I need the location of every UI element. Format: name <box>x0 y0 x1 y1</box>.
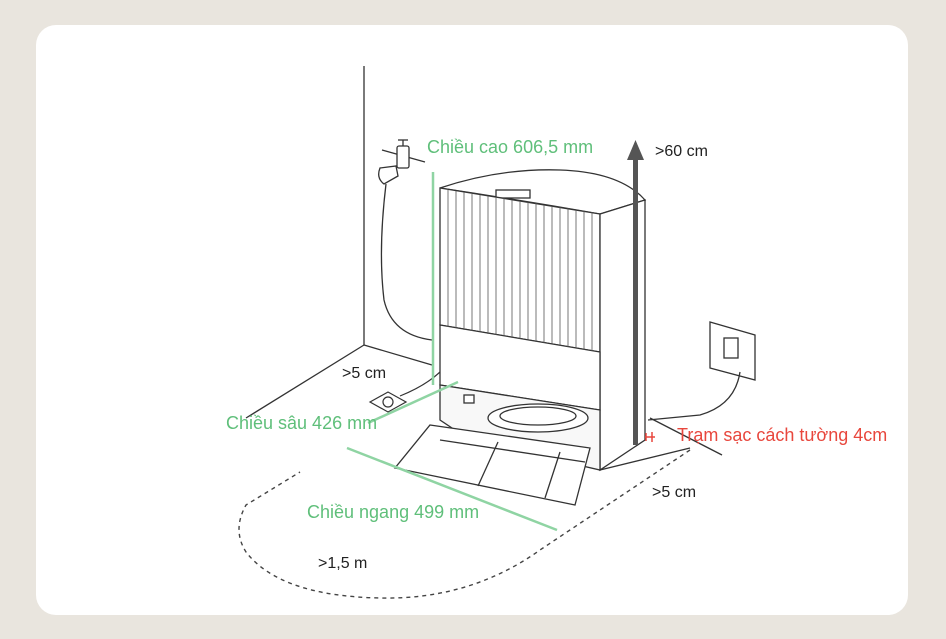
top-clearance-label: >60 cm <box>655 143 708 160</box>
station-grille <box>447 190 593 351</box>
front-clearance-label: >1,5 m <box>318 555 368 572</box>
wall-distance-marker <box>645 432 655 442</box>
faucet-icon <box>378 139 426 185</box>
clearance-area <box>238 449 691 599</box>
depth-label: Chiều sâu 426 mm <box>226 413 378 433</box>
width-label: Chiều ngang 499 mm <box>307 502 480 522</box>
left-clearance-label: >5 cm <box>342 365 387 382</box>
water-hose <box>380 183 433 341</box>
height-clearance-arrow <box>627 140 644 445</box>
room-outline <box>245 66 723 471</box>
dimension-lines <box>346 172 558 532</box>
power-cable <box>647 371 741 421</box>
wall-distance-label: Trạm sạc cách tường 4cm <box>677 425 888 445</box>
floor-drain-icon <box>368 391 408 413</box>
drain-hose <box>399 371 441 397</box>
power-outlet-icon <box>709 321 756 381</box>
height-label: Chiều cao 606,5 mm <box>427 137 594 157</box>
right-clearance-label: >5 cm <box>652 484 697 501</box>
